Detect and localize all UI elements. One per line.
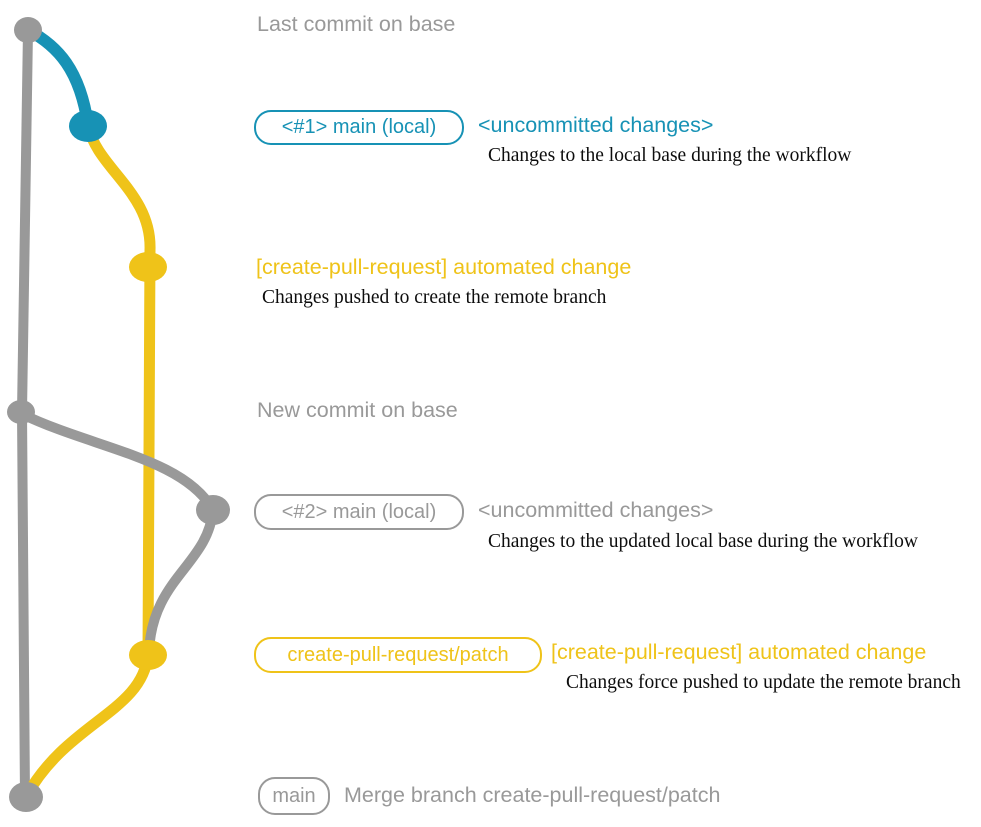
- commit-desc-automated-2: Changes force pushed to update the remot…: [566, 672, 961, 693]
- commit-node-merge: [9, 782, 43, 812]
- commit-desc-uncommitted-1: Changes to the local base during the wor…: [488, 145, 852, 166]
- branch-badge-main: main: [258, 777, 330, 815]
- base-to-local2-edge: [17, 409, 218, 515]
- branch-badge-main-local-2: <#2> main (local): [254, 494, 464, 530]
- commit-node-main-2: [196, 495, 230, 525]
- branch-badge-patch-label: create-pull-request/patch: [287, 643, 509, 666]
- commit-node-main-1: [69, 110, 107, 142]
- label-last-commit-on-base: Last commit on base: [257, 12, 456, 36]
- commit-desc-uncommitted-2: Changes to the updated local base during…: [488, 531, 918, 552]
- branch-badge-main-local-1: <#1> main (local): [254, 110, 464, 145]
- commit-desc-automated-1: Changes pushed to create the remote bran…: [262, 287, 607, 308]
- local-main-edge: [22, 24, 94, 131]
- commit-node-base-new: [7, 400, 35, 424]
- commit-title-automated-1: [create-pull-request] automated change: [256, 255, 632, 279]
- label-new-commit-on-base: New commit on base: [257, 398, 458, 422]
- commit-node-automated-1: [129, 252, 167, 282]
- local2-to-patch-edge: [144, 505, 218, 657]
- commit-title-uncommitted-2: <uncommitted changes>: [478, 498, 714, 522]
- branch-badge-main-label: main: [272, 784, 316, 807]
- git-graph: [7, 17, 230, 812]
- branch-badge-main-local-1-label: <#1> main (local): [281, 116, 437, 138]
- branch-badge-main-local-2-label: <#2> main (local): [281, 500, 437, 523]
- branch-badge-patch: create-pull-request/patch: [254, 637, 542, 673]
- commit-node-automated-2: [129, 640, 167, 670]
- commit-node-base-tip: [14, 17, 42, 43]
- commit-title-merge: Merge branch create-pull-request/patch: [344, 783, 721, 807]
- commit-title-uncommitted-1: <uncommitted changes>: [478, 113, 714, 137]
- commit-title-automated-2: [create-pull-request] automated change: [551, 640, 927, 664]
